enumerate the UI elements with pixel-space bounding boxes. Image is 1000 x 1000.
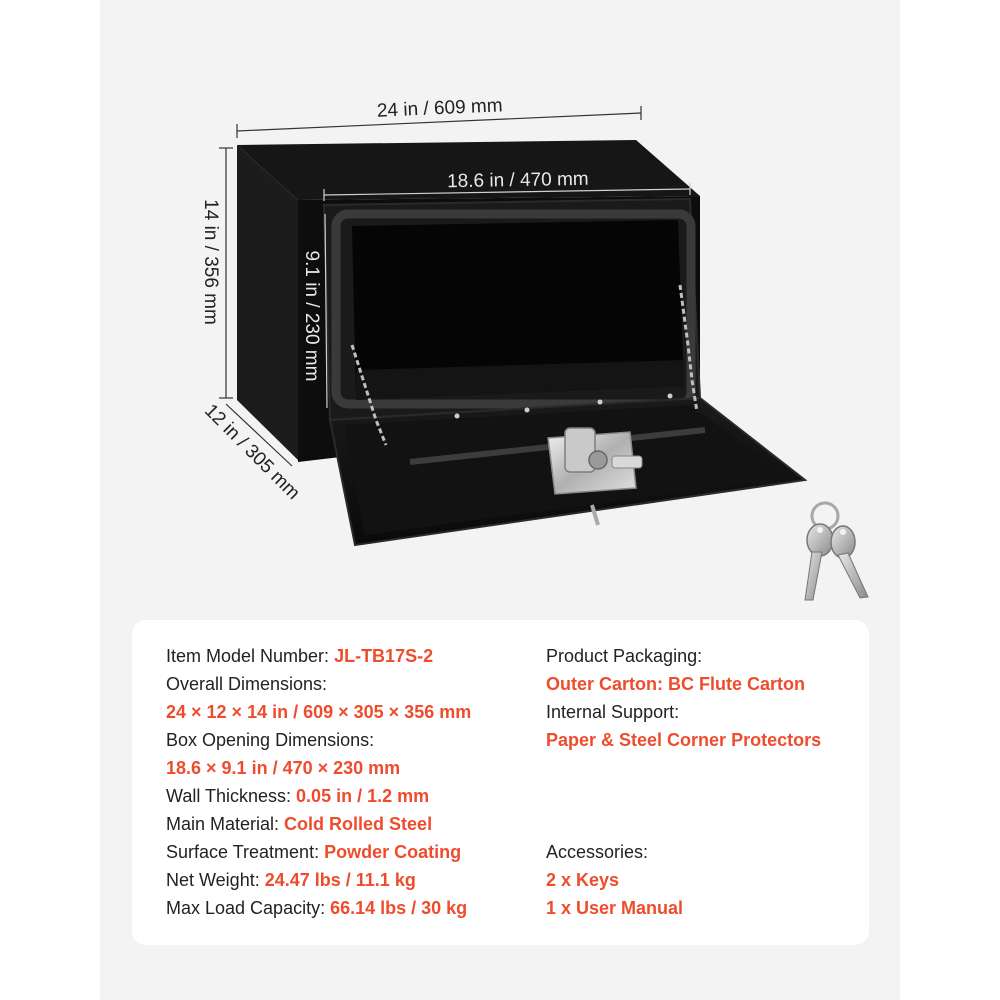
specs-card: Item Model Number: JL-TB17S-2 Overall Di… xyxy=(132,620,869,945)
width-dimension xyxy=(236,106,642,138)
rivet xyxy=(454,413,460,419)
spec-overall-dimensions-label: Overall Dimensions: xyxy=(166,674,328,694)
spacer xyxy=(546,782,821,810)
rivet xyxy=(667,393,673,399)
depth-dimension xyxy=(225,403,293,467)
spec-support-value: Paper & Steel Corner Protectors xyxy=(546,730,822,750)
height-dimension xyxy=(219,147,233,399)
width-label: 24 in / 609 mm xyxy=(377,95,503,121)
spec-packaging-value: Outer Carton: BC Flute Carton xyxy=(546,674,805,694)
spec-packaging-label: Product Packaging: xyxy=(546,646,703,666)
latch-rod xyxy=(590,504,600,526)
right-chain xyxy=(678,284,699,413)
keys-icon xyxy=(804,501,869,601)
specs-left-column: Item Model Number: JL-TB17S-2 Overall Di… xyxy=(166,642,471,922)
spec-opening-dimensions-label: Box Opening Dimensions: xyxy=(166,730,375,750)
spec-accessory-keys: 2 x Keys xyxy=(546,870,620,890)
spec-wall-thickness: Wall Thickness: 0.05 in / 1.2 mm xyxy=(166,786,430,806)
spec-accessories-label: Accessories: xyxy=(546,842,649,862)
spec-overall-dimensions-value: 24 × 12 × 14 in / 609 × 305 × 356 mm xyxy=(166,702,472,722)
height-label: 14 in / 356 mm xyxy=(200,199,221,325)
opening-height-label: 9.1 in / 230 mm xyxy=(301,251,322,382)
box-interior xyxy=(352,220,684,400)
spec-surface-treatment: Surface Treatment: Powder Coating xyxy=(166,842,462,862)
left-chain xyxy=(350,344,388,446)
spec-opening-dimensions-value: 18.6 × 9.1 in / 470 × 230 mm xyxy=(166,758,401,778)
spec-model-number: Item Model Number: JL-TB17S-2 xyxy=(166,646,434,666)
box-side xyxy=(237,145,298,460)
latch-pin xyxy=(611,455,643,469)
spec-net-weight: Net Weight: 24.47 lbs / 11.1 kg xyxy=(166,870,416,890)
spec-support-label: Internal Support: xyxy=(546,702,680,722)
gasket xyxy=(331,209,696,409)
spec-main-material: Main Material: Cold Rolled Steel xyxy=(166,814,433,834)
spacer xyxy=(546,810,821,838)
spec-accessory-manual: 1 x User Manual xyxy=(546,898,684,918)
opening-height-dimension xyxy=(324,213,328,409)
rivet xyxy=(597,399,603,405)
interior-floor xyxy=(356,360,684,400)
toolbox-illustration: 24 in / 609 mm 14 in / 356 mm 12 in / 30… xyxy=(200,95,869,601)
latch-handle xyxy=(564,427,596,473)
spacer xyxy=(546,754,821,782)
lock-cylinder xyxy=(588,450,608,470)
opening-width-dimension xyxy=(323,183,691,201)
opening-width-label: 18.6 in / 470 mm xyxy=(447,169,589,192)
specs-right-column: Product Packaging: Outer Carton: BC Flut… xyxy=(546,642,821,922)
rivet xyxy=(524,407,530,413)
box-top xyxy=(237,140,700,200)
spec-max-load: Max Load Capacity: 66.14 lbs / 30 kg xyxy=(166,898,468,918)
